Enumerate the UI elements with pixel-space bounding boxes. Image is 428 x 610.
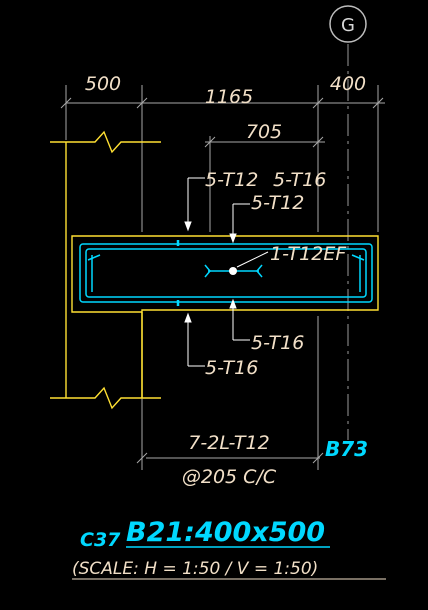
scale-label: (SCALE: H = 1:50 / V = 1:50): [72, 559, 318, 579]
grid-bubble: G: [329, 5, 367, 43]
links-spacing-label: @205 C/C: [182, 466, 277, 488]
rebar-label-center: 1-T12EF: [270, 243, 347, 265]
rebar-label-bottom-first: 5-T16: [251, 332, 304, 354]
dimension-lines: [60, 85, 385, 470]
rebar-group: [79, 240, 373, 306]
beam-outline: [50, 130, 379, 410]
dimension-400: 400: [330, 73, 366, 95]
beam-reference: B73: [325, 437, 368, 461]
dimension-1165: 1165: [205, 86, 253, 108]
title-prefix: C37: [80, 529, 121, 551]
dimension-500: 500: [85, 73, 121, 95]
center-bar-dot: [229, 267, 237, 275]
title-main: B21:400x500: [126, 517, 325, 548]
rebar-label-top-second: 5-T12: [251, 192, 304, 214]
leader-lines: [184, 177, 269, 367]
grid-bubble-label: G: [341, 15, 355, 36]
dimension-705: 705: [246, 121, 282, 143]
rebar-label-bottom-second: 5-T16: [205, 357, 258, 379]
rebar-label-top-mid: 5-T16: [273, 169, 326, 191]
links-label: 7-2L-T12: [188, 432, 269, 454]
rebar-label-top-left: 5-T12: [205, 169, 258, 191]
